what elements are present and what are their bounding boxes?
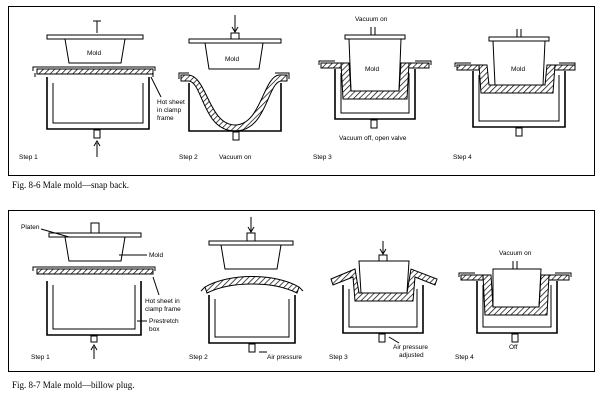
fig1-step4-label: Step 4 xyxy=(453,154,472,161)
fig1-step3-label: Step 3 xyxy=(313,154,332,161)
figure-8-6-panel: Mold Step 1 Hot sheet in clamp frame Mol… xyxy=(8,6,595,176)
fig2-off-label: Off xyxy=(509,344,518,351)
fig1-step3-diagram: Vacuum on Mold Step 3 Vacuum off, open v… xyxy=(313,16,432,161)
fig2-step4-diagram: Vacuum on Step 4 Off xyxy=(455,250,572,361)
fig2-step2-diagram: Step 2 Air pressure xyxy=(189,217,304,361)
figure-8-6-diagram: Mold Step 1 Hot sheet in clamp frame Mol… xyxy=(19,15,576,161)
hot-sheet-label-line2: in clamp xyxy=(157,107,182,114)
platen-label: Platen xyxy=(21,224,40,231)
figure-8-7-panel: Platen Mold Hot sheet in clamp frame Pre… xyxy=(8,210,595,372)
prestretch-label-line2: box xyxy=(149,326,160,333)
fig1-step4-diagram: Mold Step 4 xyxy=(453,29,576,161)
hot-sheet-label-line3: frame xyxy=(157,115,174,122)
fig2-step1-diagram: Platen Mold Hot sheet in clamp frame Pre… xyxy=(21,222,181,361)
fig2-step1-label: Step 1 xyxy=(31,354,50,361)
figure-8-6-caption: Fig. 8-6 Male mold—snap back. xyxy=(12,180,129,190)
air-pressure-adjusted-line2: adjusted xyxy=(399,352,424,359)
air-pressure-adjusted-line1: Air pressure xyxy=(393,344,428,351)
hot-sheet-label-line1: Hot sheet xyxy=(157,99,185,106)
prestretch-label-line1: Prestretch xyxy=(149,318,179,325)
fig1-vacuum-on-label: Vacuum on xyxy=(219,154,252,161)
fig2-vacuum-on-label: Vacuum on xyxy=(499,250,532,257)
fig2-step3-diagram: Step 3 Air pressure adjusted xyxy=(329,241,438,361)
fig1-vacuum-off-label: Vacuum off, open valve xyxy=(339,135,407,142)
fig2-hot-sheet-line1: Hot sheet in xyxy=(145,298,180,305)
fig1-step1-label: Step 1 xyxy=(19,154,38,161)
fig2-air-pressure-label: Air pressure xyxy=(267,354,302,361)
fig1-step2-label: Step 2 xyxy=(179,154,198,161)
figure-8-7-caption: Fig. 8-7 Male mold—billow plug. xyxy=(12,380,135,390)
fig2-step3-label: Step 3 xyxy=(329,354,348,361)
fig2-step1-mold-label: Mold xyxy=(149,252,163,259)
fig2-step2-label: Step 2 xyxy=(189,354,208,361)
fig2-step4-label: Step 4 xyxy=(455,354,474,361)
fig1-step3-vacuum-on-label: Vacuum on xyxy=(355,16,388,23)
fig1-step4-mold-label: Mold xyxy=(511,66,525,73)
figure-8-7-diagram: Platen Mold Hot sheet in clamp frame Pre… xyxy=(21,217,572,361)
fig1-step1-mold-label: Mold xyxy=(87,50,101,57)
fig2-hot-sheet-line2: clamp frame xyxy=(145,306,181,313)
fig1-step2-mold-label: Mold xyxy=(225,56,239,63)
fig1-step1-diagram: Mold Step 1 Hot sheet in clamp frame xyxy=(19,20,185,161)
fig1-step3-mold-label: Mold xyxy=(365,66,379,73)
fig1-step2-diagram: Mold Step 2 Vacuum on xyxy=(178,15,290,161)
